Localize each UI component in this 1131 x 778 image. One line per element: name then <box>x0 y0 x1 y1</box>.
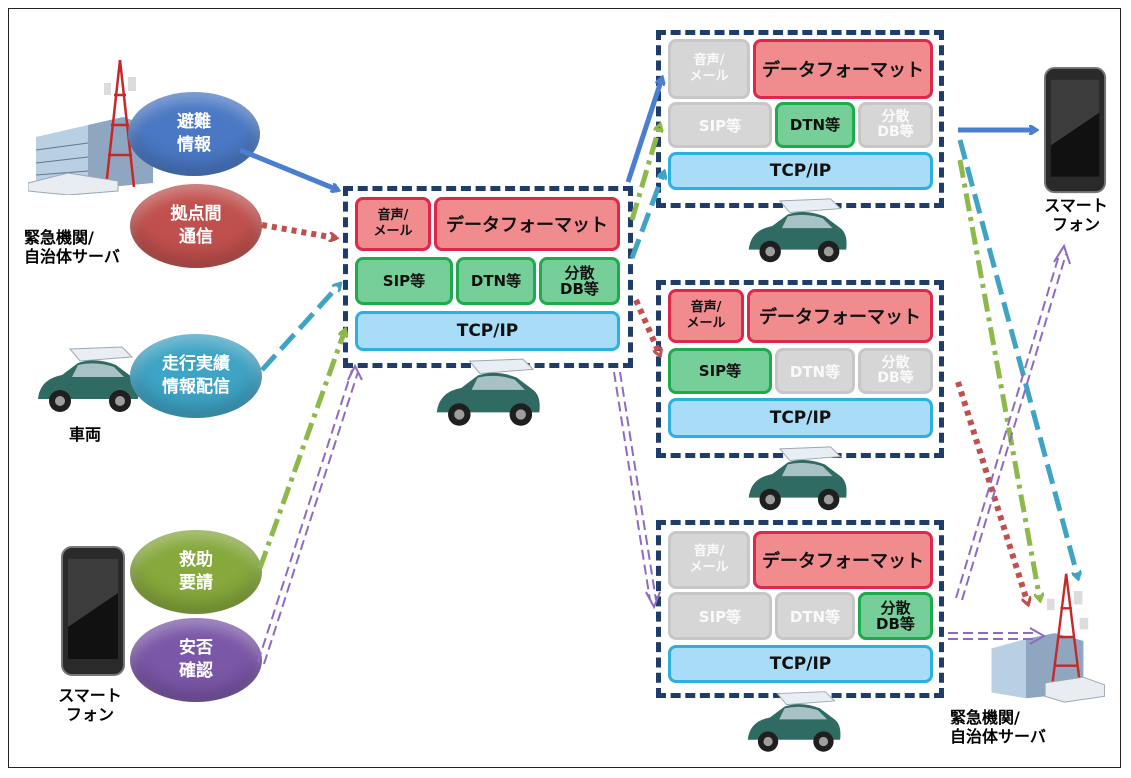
arrow-rescue-to-center <box>257 330 345 569</box>
distributed-db-layer: 分散 DB等 <box>858 348 933 394</box>
voice-mail-layer: 音声/ メール <box>668 531 750 589</box>
tcp-ip-layer: TCP/IP <box>668 398 933 438</box>
inter-base-comm-bubble: 拠点間 通信 <box>130 184 262 268</box>
sip-layer: SIP等 <box>668 592 772 640</box>
voice-mail-layer: 音声/ メール <box>668 39 750 99</box>
evacuation-info-bubble: 避難 情報 <box>128 92 260 176</box>
vehicle-left-label: 車両 <box>68 425 101 444</box>
safety-check-bubble: 安否 確認 <box>130 618 262 702</box>
smartphone-right-label: スマート フォン <box>1044 196 1108 234</box>
relay-node-bottom: 音声/ メール データフォーマット SIP等 DTN等 分散 DB等 TCP/I… <box>656 520 944 698</box>
dtn-layer: DTN等 <box>775 592 855 640</box>
data-format-layer: データフォーマット <box>434 197 620 251</box>
arrow-center-to-bottom-purple <box>613 371 657 601</box>
relay-node-center: 音声/ メール データフォーマット SIP等 DTN等 分散 DB等 TCP/I… <box>343 186 633 368</box>
smartphone-right-icon <box>1043 66 1107 194</box>
gov-server-right-icon <box>991 573 1105 703</box>
arrow-safety-to-center <box>257 369 359 665</box>
vehicle-left-icon <box>38 346 139 412</box>
arrow-center-to-top-blue <box>625 78 662 183</box>
diagram-frame <box>8 8 1121 768</box>
arrow-inter-to-center <box>261 222 336 238</box>
relay-vehicle-bottom-icon <box>747 691 841 752</box>
tcp-ip-layer: TCP/IP <box>668 152 933 190</box>
dtn-layer: DTN等 <box>775 348 855 394</box>
data-format-layer: データフォーマット <box>747 289 933 343</box>
tcp-ip-layer: TCP/IP <box>355 311 620 351</box>
arrow-evac-to-center <box>239 147 338 190</box>
sip-layer: SIP等 <box>668 348 772 394</box>
dtn-layer: DTN等 <box>456 257 536 305</box>
driving-record-bubble: 走行実績 情報配信 <box>130 334 262 418</box>
arrow-middle-to-gov-red <box>955 381 1028 604</box>
gov-server-right-label: 緊急機関/ 自治体サーバ <box>950 708 1046 746</box>
arrow-top-to-gov-green <box>957 159 1040 600</box>
arrow-drive-to-center <box>260 284 340 372</box>
arrow-top-to-gov-teal <box>957 139 1078 578</box>
dtn-layer: DTN等 <box>775 102 855 148</box>
arrow-bottom-to-phone <box>955 251 1067 601</box>
gov-server-left-label: 緊急機関/ 自治体サーバ <box>24 228 120 266</box>
relay-vehicle-top-icon <box>748 198 847 263</box>
data-format-layer: データフォーマット <box>753 531 933 589</box>
distributed-db-layer: 分散 DB等 <box>539 257 620 305</box>
relay-vehicle-center-icon <box>436 358 540 426</box>
arrow-center-to-top-green <box>629 125 660 221</box>
arrow-center-to-middle-red <box>633 298 660 355</box>
relay-node-top: 音声/ メール データフォーマット SIP等 DTN等 分散 DB等 TCP/I… <box>656 30 944 208</box>
arrow-center-to-top-teal <box>629 172 664 259</box>
tcp-ip-layer: TCP/IP <box>668 645 933 683</box>
voice-mail-layer: 音声/ メール <box>668 289 744 343</box>
sip-layer: SIP等 <box>355 257 453 305</box>
distributed-db-layer: 分散 DB等 <box>858 102 933 148</box>
sip-layer: SIP等 <box>668 102 772 148</box>
data-format-layer: データフォーマット <box>753 39 933 99</box>
rescue-request-bubble: 救助 要請 <box>130 530 262 614</box>
smartphone-left-label: スマート フォン <box>58 686 122 724</box>
voice-mail-layer: 音声/ メール <box>355 197 431 251</box>
relay-node-middle: 音声/ メール データフォーマット SIP等 DTN等 分散 DB等 TCP/I… <box>656 280 944 458</box>
arrow-bottom-to-gov <box>948 632 1036 640</box>
distributed-db-layer: 分散 DB等 <box>858 592 933 640</box>
smartphone-left-icon <box>61 546 125 676</box>
relay-vehicle-middle-icon <box>748 446 847 511</box>
